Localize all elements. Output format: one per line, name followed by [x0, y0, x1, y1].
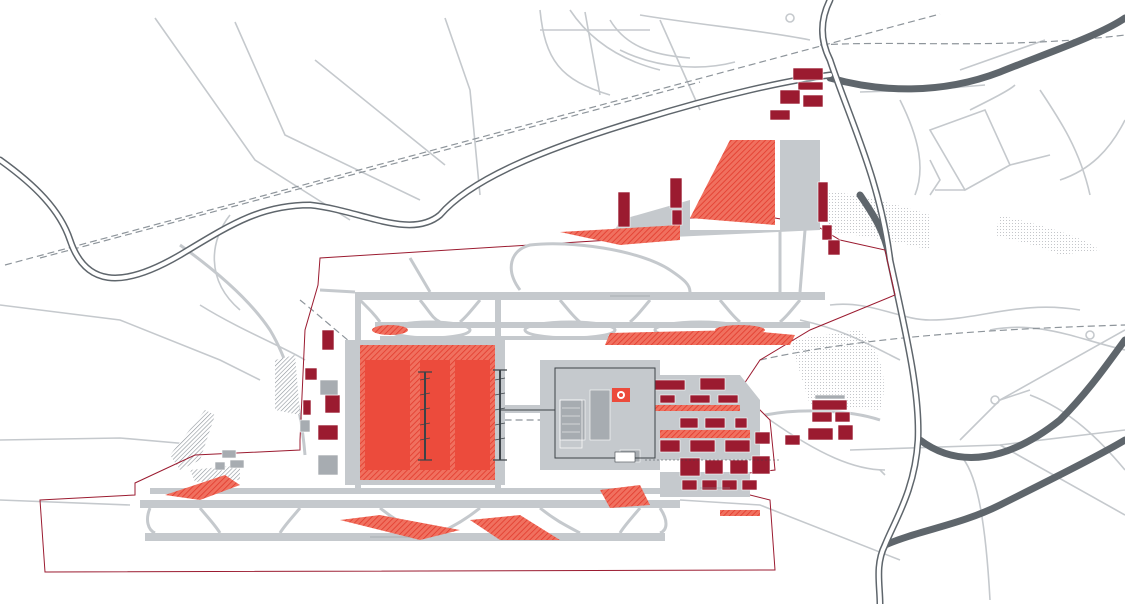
- terminal-complex: [500, 367, 780, 463]
- buildings: [214, 67, 854, 491]
- terminal-piers: [418, 369, 507, 461]
- runway-markings: [370, 295, 730, 538]
- development-north: [690, 140, 775, 225]
- hatched-parcels: [170, 355, 300, 482]
- runway-north: [355, 292, 825, 300]
- railway: [4, 13, 1125, 421]
- landscape-areas: [790, 190, 1100, 410]
- planned-development: [165, 140, 795, 540]
- local-roads: [0, 9, 1125, 601]
